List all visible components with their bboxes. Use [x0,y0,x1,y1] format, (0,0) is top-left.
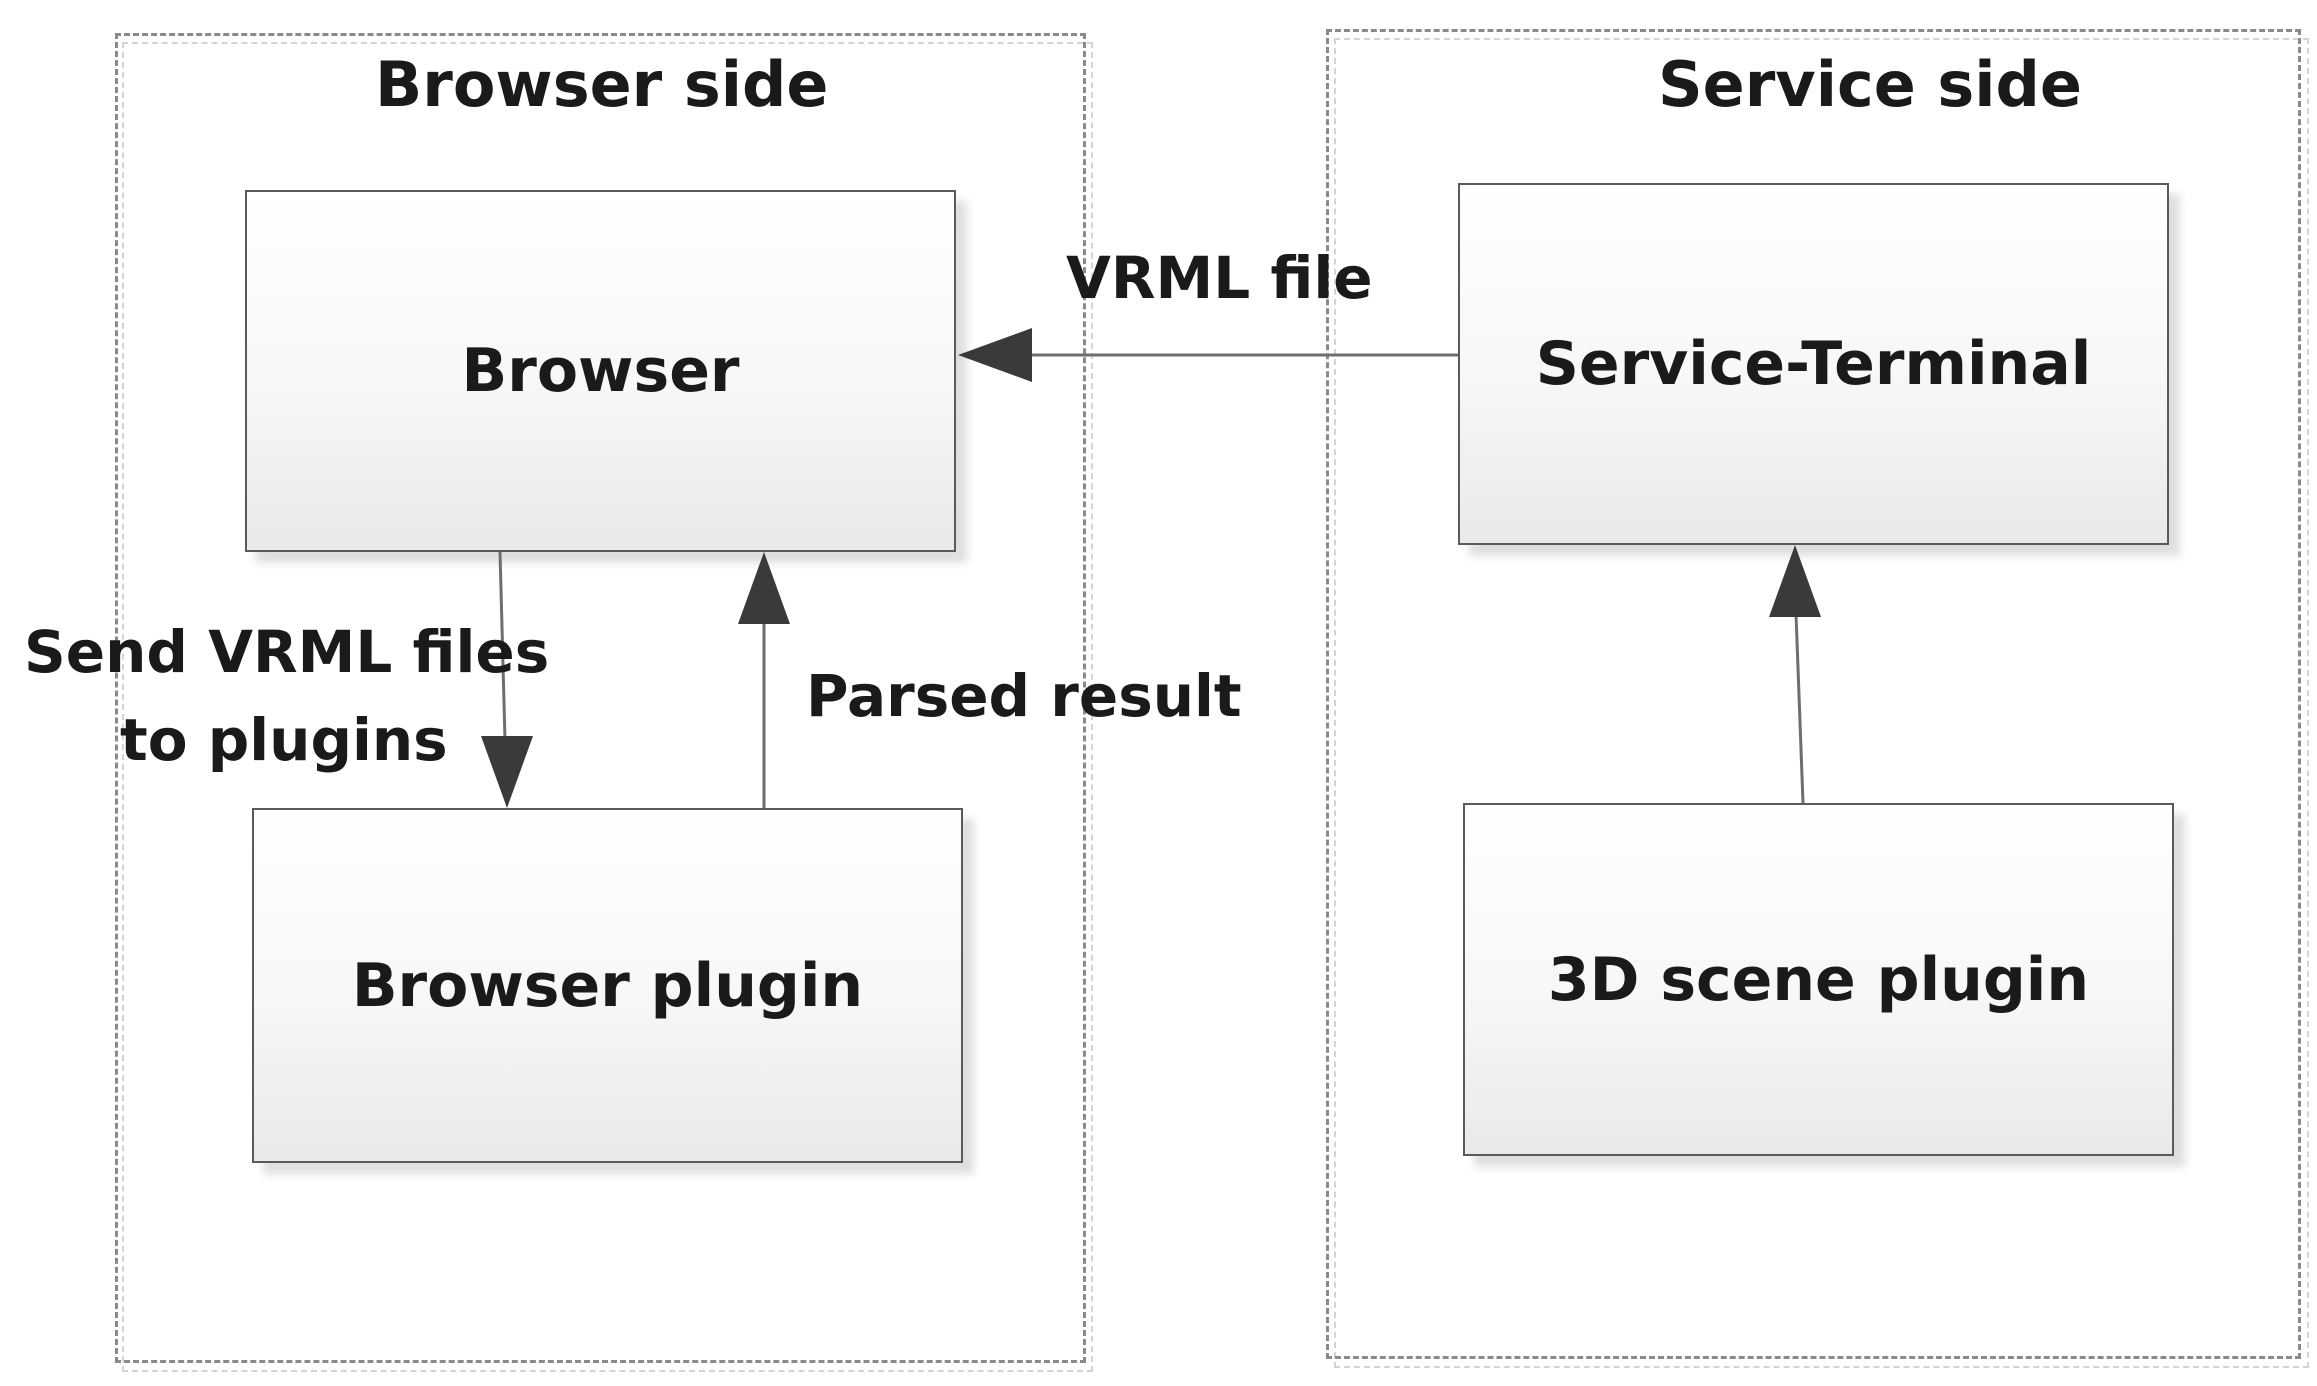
parsed-result-label: Parsed result [806,662,1242,730]
service-side-group-shadow [1334,38,2309,1368]
vrml-file-label: VRML file [1066,244,1373,312]
browser-side-group-shadow [122,42,1093,1372]
send-vrml-label-line2: to plugins [120,706,448,774]
scene-to-terminal-arrowhead [1769,545,1821,617]
browser-node: Browser [245,190,956,552]
parsed-result-arrowhead [738,552,790,624]
service-side-group [1326,29,2301,1359]
service-terminal-node: Service-Terminal [1458,183,2169,545]
service-side-title: Service side [1658,48,2082,121]
send-vrml-edge [498,551,507,741]
vrml-file-arrowhead [958,328,1032,382]
browser-side-title: Browser side [375,48,829,121]
browser-plugin-node: Browser plugin [252,808,963,1163]
send-vrml-label-line1: Send VRML files [24,618,550,686]
browser-side-group [115,33,1086,1363]
scene-plugin-node: 3D scene plugin [1463,803,2174,1156]
send-vrml-arrowhead [481,736,533,808]
scene-to-terminal-edge [1794,613,1805,804]
